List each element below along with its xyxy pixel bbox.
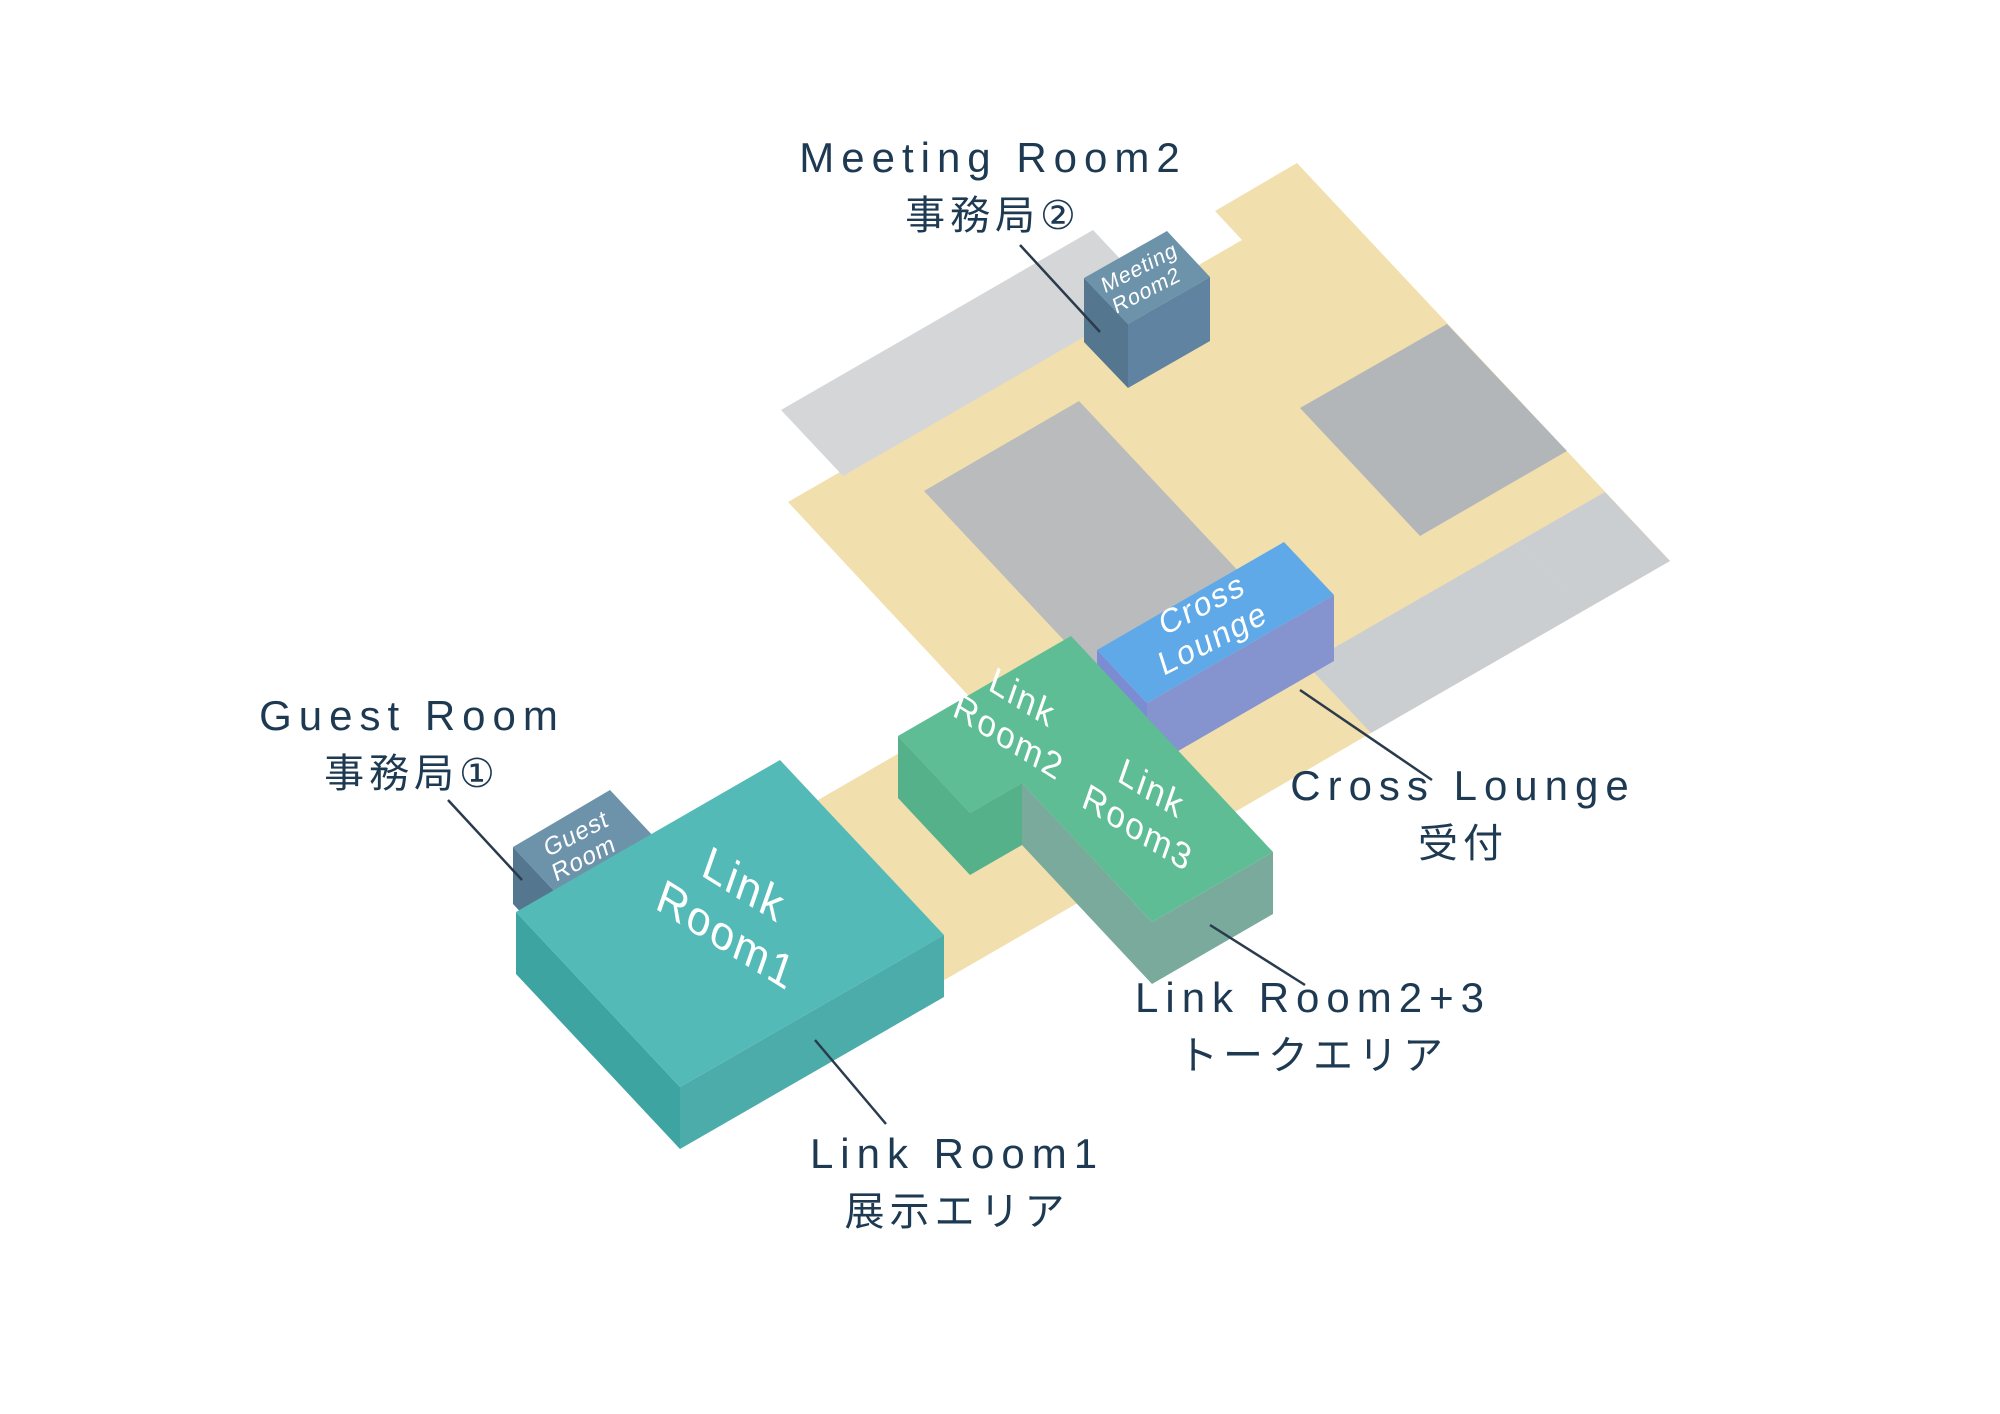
cross-lounge-right-face [1147,595,1334,769]
link-room23-label-ja: トークエリア [1178,1034,1448,1078]
meeting-room2-right-face [1128,277,1210,388]
link-room1-top-face [516,760,944,1087]
meeting-room2-box: Meeting Room2 [1084,231,1210,388]
guest-room-label-en: Guest Room [259,692,565,739]
link-room3-right-face [1152,852,1273,984]
leader-lines [447,244,1433,1125]
floating-labels: Meeting Room2 事務局② Guest Room 事務局① Cross… [259,134,1636,1234]
link-room1-leader-line [814,1039,887,1125]
meeting-room2-label-en: Meeting Room2 [799,134,1186,181]
link-room1-box: Link Room1 [516,760,944,1149]
floor-gray-band-right [1306,542,1583,733]
link-room3-front-face [1022,783,1152,984]
cross-lounge-label-ja: 受付 [1418,822,1508,866]
guest-room-top-face [513,790,655,894]
link-room2-front-face [898,736,970,875]
link-room2-step-face [970,783,1022,875]
guest-room-label-ja: 事務局① [324,752,500,796]
link-room23-leader-line [1209,923,1306,987]
link-room23-box: Link Room2 Link Room3 [898,636,1273,984]
link-room1-right-face [680,935,944,1149]
cross-lounge-leader-line [1299,688,1433,782]
floor-gray-corner-right [1518,492,1670,611]
meeting-room2-top-face [1084,231,1210,324]
link-room23-top-face [898,636,1273,922]
meeting-room2-label-ja: 事務局② [905,194,1081,238]
cross-lounge-label-en: Cross Lounge [1290,762,1636,809]
cross-lounge-top-face [1097,542,1334,703]
guest-room-leader-line [447,799,523,881]
link-room1-left-face [516,912,680,1149]
floor-gray-block-upper [1300,324,1567,536]
link-room1-label-ja: 展示エリア [845,1190,1070,1234]
meeting-room2-leader-line [1019,244,1101,333]
link-room1-label-en: Link Room1 [810,1130,1104,1177]
meeting-room2-left-face [1084,278,1128,388]
link-room23-label-en: Link Room2+3 [1135,974,1491,1021]
